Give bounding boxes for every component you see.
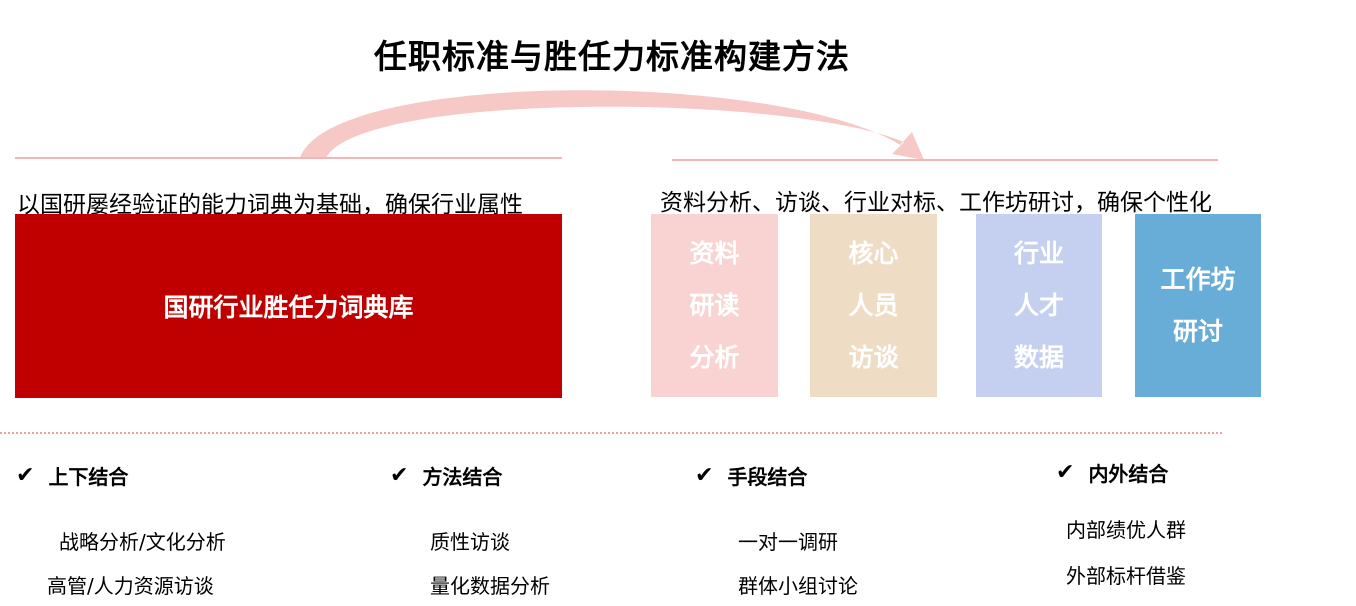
right-header-line: [672, 159, 1218, 161]
checkmark-icon: ✔: [695, 463, 714, 488]
card-core-interview: 核心 人员 访谈: [810, 214, 937, 397]
principle-heading-label: 手段结合: [727, 465, 808, 489]
principle-heading-method: ✔ 方法结合: [390, 461, 502, 490]
left-subtitle: 以国研屡经验证的能力词典为基础，确保行业属性: [17, 192, 523, 218]
principle-item: 量化数据分析: [430, 574, 550, 598]
dictionary-library-label: 国研行业胜任力词典库: [163, 293, 414, 322]
principle-item: 质性访谈: [430, 530, 510, 554]
card-label: 资料 研读 分析: [689, 238, 740, 372]
dotted-divider: [0, 432, 1222, 434]
principle-item: 外部标杆借鉴: [1066, 564, 1186, 588]
card-industry-data: 行业 人才 数据: [976, 214, 1102, 397]
card-workshop: 工作坊 研讨: [1135, 214, 1261, 397]
checkmark-icon: ✔: [1056, 460, 1075, 485]
card-label: 工作坊 研讨: [1160, 264, 1236, 346]
principle-heading-label: 内外结合: [1088, 462, 1169, 486]
principle-item: 群体小组讨论: [738, 574, 858, 598]
principle-heading-means: ✔ 手段结合: [695, 461, 807, 490]
right-subtitle: 资料分析、访谈、行业对标、工作坊研讨，确保个性化: [660, 190, 1212, 216]
card-document-analysis: 资料 研读 分析: [651, 214, 778, 397]
principle-heading-label: 上下结合: [48, 465, 129, 489]
diagram-title: 任职标准与胜任力标准构建方法: [374, 37, 850, 76]
principle-item: 一对一调研: [738, 530, 838, 554]
arrow-shape: [300, 90, 924, 160]
principle-heading-top-down: ✔ 上下结合: [16, 461, 128, 490]
principle-item: 战略分析/文化分析: [59, 530, 226, 554]
principle-heading-internal-external: ✔ 内外结合: [1056, 458, 1168, 487]
dictionary-library-box: 国研行业胜任力词典库: [15, 214, 562, 398]
principle-heading-label: 方法结合: [422, 465, 503, 489]
card-label: 行业 人才 数据: [1013, 238, 1064, 372]
card-label: 核心 人员 访谈: [848, 238, 899, 372]
principle-item: 内部绩优人群: [1066, 518, 1186, 542]
checkmark-icon: ✔: [390, 463, 409, 488]
principle-item: 高管/人力资源访谈: [47, 574, 214, 598]
left-header-line: [15, 157, 562, 159]
checkmark-icon: ✔: [16, 463, 35, 488]
